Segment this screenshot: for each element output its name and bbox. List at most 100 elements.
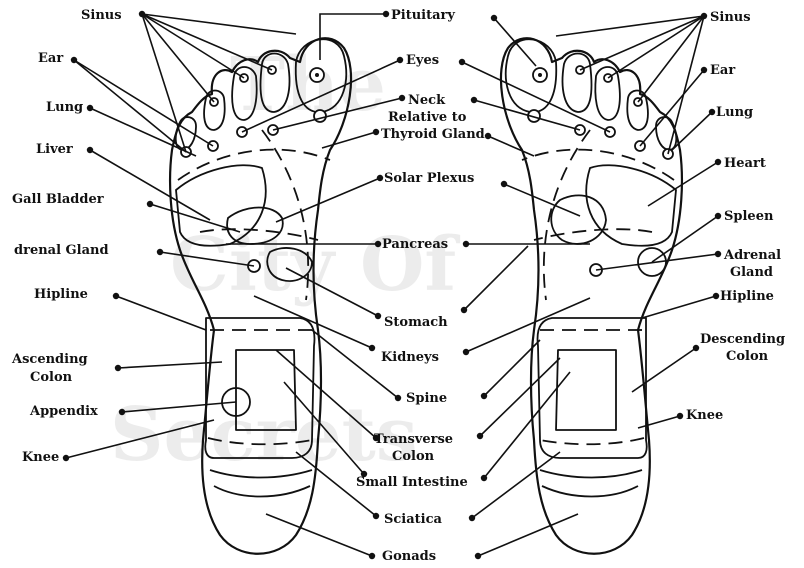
dot-pituitary-2 [491,15,497,21]
label-lung-left: Lung [46,100,83,115]
label-knee-right: Knee [686,408,723,423]
leader-stomach-right [464,246,528,310]
dot-sciatica [373,513,379,519]
right-toe-4 [627,91,648,131]
label-solar-plexus: Solar Plexus [384,171,474,186]
label-neck-1: Neck [408,93,446,108]
label-lung-right: Lung [716,105,753,120]
label-appendix: Appendix [29,404,98,419]
label-heart: Heart [724,156,766,171]
leader-kidneys-right [466,298,590,352]
dot-neck-2 [471,97,477,103]
dot-ear-left [71,57,77,63]
right-intestine-zone [556,350,616,430]
dot-adrenal-left [157,249,163,255]
label-ear-right: Ear [710,63,735,78]
dot-small-intestine-2 [481,475,487,481]
leader-sinus-left-1 [142,14,186,152]
label-descending-1: Descending [700,332,785,347]
right-pelvic-dash [540,438,644,444]
leader-small-intestine-right [484,372,570,478]
leader-liver [90,150,210,220]
leader-sinus-left-2 [142,14,214,102]
dot-eyes-2 [459,59,465,65]
dot-ascending [115,365,121,371]
leader-solar-right [504,184,580,216]
label-gonads: Gonads [382,549,436,564]
right-solar-plexus-zone [551,195,606,244]
dot-liver [87,147,93,153]
right-toe-2 [563,54,592,113]
leader-ear-right [640,70,704,146]
right-waist-dash [534,229,652,240]
dot-heart [715,159,721,165]
dot-eyes [397,57,403,63]
right-pituitary-center [538,73,542,77]
dot-lung-right [709,109,715,115]
leader-thyroid-left [322,132,376,148]
dot-solar-2 [501,181,507,187]
label-transverse-2: Colon [392,449,435,464]
dot-sinus-left [139,11,145,17]
label-adrenal-right-2: Gland [730,265,773,280]
dot-sinus-right [701,13,707,19]
dot-neck [399,95,405,101]
dot-knee-left [63,455,69,461]
label-pancreas: Pancreas [382,237,448,252]
dot-thyroid [373,129,379,135]
leader-pituitary-right [494,18,536,66]
dot-transverse-2 [477,433,483,439]
right-colon-zone [538,318,647,458]
label-liver: Liver [36,142,73,157]
label-eyes: Eyes [406,53,439,68]
dot-hipline-left [113,293,119,299]
label-spine: Spine [406,391,447,406]
leader-gonads-right [478,514,578,556]
leader-thyroid-right [488,136,534,156]
dot-appendix [119,409,125,415]
dot-hipline-right [713,293,719,299]
leader-solar-left [276,178,380,222]
dot-solar [377,175,383,181]
dot-thyroid-2 [485,133,491,139]
dot-knee-right [677,413,683,419]
dot-kidneys-2 [463,349,469,355]
leader-sinus-left-3 [142,14,244,78]
dot-stomach-2 [461,307,467,313]
dot-ear-right [701,67,707,73]
label-stomach: Stomach [384,315,448,330]
right-inner-dash [544,130,590,300]
dot-spleen [715,213,721,219]
dot-kidneys [369,345,375,351]
label-hipline-left: Hipline [34,287,88,302]
dot-pancreas [375,241,381,247]
left-heel-line [214,486,310,497]
dot-gall-bladder [147,201,153,207]
label-spleen: Spleen [724,209,774,224]
dot-spine-2 [481,393,487,399]
label-descending-2: Colon [726,349,769,364]
label-transverse-1: Transverse [374,432,453,447]
dot-pituitary [383,11,389,17]
label-pituitary: Pituitary [391,8,455,23]
dot-stomach [375,313,381,319]
right-heel-line [542,486,638,497]
leader-adrenal-right [596,254,718,270]
dot-lung-left [87,105,93,111]
label-sinus-right: Sinus [710,10,751,25]
dot-descending [693,345,699,351]
leader-hipline-right [642,296,716,318]
dot-adrenal-right [715,251,721,257]
dot-pancreas-2 [463,241,469,247]
label-kidneys: Kidneys [381,350,439,365]
leader-sinus-right-2 [638,16,704,102]
label-neck-3: Thyroid Gland [381,127,485,142]
label-neck-2: Relative to [388,110,467,125]
label-ascending-1: Ascending [11,352,88,367]
label-small-intestine: Small Intestine [356,475,468,490]
leader-transverse-right [480,358,560,436]
watermark-line-1: The [230,42,386,128]
label-sciatica: Sciatica [384,512,443,527]
dot-spine [395,395,401,401]
